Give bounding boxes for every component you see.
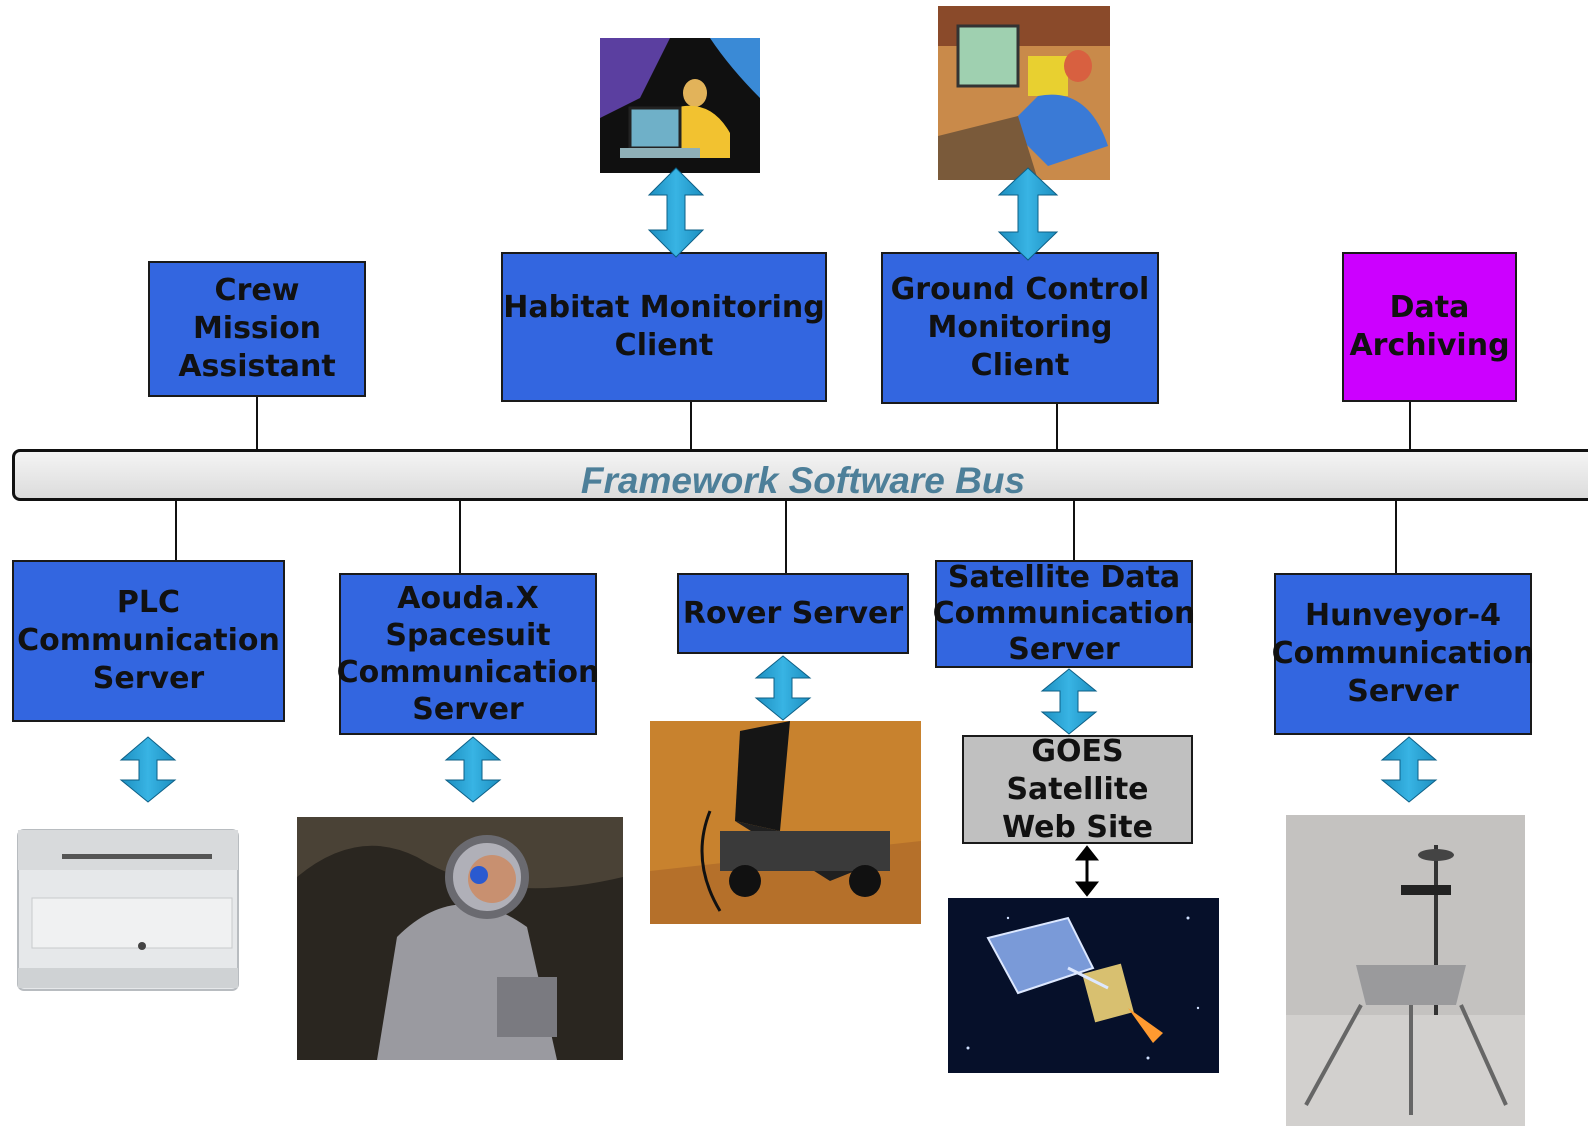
hunveyor-lander-image [1286, 815, 1525, 1126]
hunveyor-communication-server-box: Hunveyor-4 Communication Server [1272, 573, 1534, 735]
rover-server-box: Rover Server [677, 573, 909, 654]
satellite-data-communication-server-box: Satellite Data Communication Server [932, 560, 1196, 668]
bus-label: Framework Software Bus [580, 460, 1026, 501]
crew-mission-assistant-box: Crew Mission Assistant [148, 261, 366, 397]
goes-satellite-web-site-box: GOES Satellite Web Site [962, 734, 1193, 845]
ground-control-operator-image [938, 6, 1110, 180]
satellite-image [948, 898, 1219, 1073]
framework-software-bus: Framework Software Bus [12, 449, 1588, 501]
spacesuit-image [297, 817, 623, 1060]
data-archiving-box: Data Archiving [1342, 252, 1517, 402]
habitat-monitoring-client-box: Habitat Monitoring Client [501, 252, 827, 402]
habitat-operator-image [600, 38, 760, 173]
aouda-spacesuit-communication-server-box: Aouda.X Spacesuit Communication Server [337, 573, 599, 735]
plc-device-image [12, 818, 242, 994]
plc-communication-server-box: PLC Communication Server [12, 560, 285, 722]
rover-laptop-image [650, 721, 921, 924]
ground-control-monitoring-client-box: Ground Control Monitoring Client [881, 252, 1159, 404]
